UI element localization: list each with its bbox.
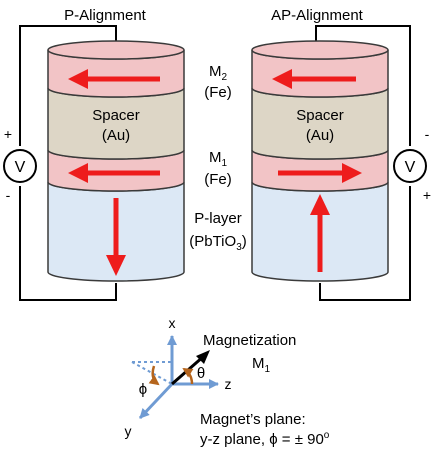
z-axis-label: z bbox=[225, 376, 232, 392]
magnetization-vector-head bbox=[196, 350, 210, 364]
magnet-plane-line1: Magnet’s plane: bbox=[200, 411, 306, 428]
left-circuit-wire bbox=[19, 25, 117, 301]
right-voltmeter-plus: + bbox=[423, 187, 431, 203]
left-pillar: Spacer (Au) bbox=[47, 40, 185, 282]
right-voltmeter: V bbox=[393, 149, 427, 183]
right-pillar: Spacer (Au) bbox=[251, 40, 389, 282]
theta-label: θ bbox=[197, 365, 205, 382]
m1-label: M1 bbox=[209, 149, 228, 169]
right-voltmeter-minus: - bbox=[425, 126, 430, 142]
p-layer-label: P-layer bbox=[194, 210, 242, 227]
theta-arc bbox=[182, 367, 194, 385]
y-axis-label: y bbox=[125, 423, 132, 439]
projection-dashed-diagonal bbox=[131, 361, 173, 385]
left-p-layer-arrow bbox=[106, 198, 126, 276]
right-m1-arrow bbox=[278, 163, 362, 183]
phi-arc bbox=[148, 365, 160, 386]
left-m2-arrow bbox=[68, 69, 160, 89]
right-pillar-top bbox=[251, 40, 389, 60]
inset-m1-label: M1 bbox=[252, 355, 271, 375]
phi-label: ϕ bbox=[139, 381, 147, 398]
right-circuit-wire bbox=[315, 25, 411, 301]
left-spacer-material: (Au) bbox=[102, 127, 130, 144]
left-voltmeter: V bbox=[3, 149, 37, 183]
right-voltmeter-symbol: V bbox=[405, 159, 416, 176]
magnetization-label: Magnetization bbox=[203, 332, 296, 349]
right-p-layer-arrow bbox=[310, 194, 330, 272]
left-voltmeter-symbol: V bbox=[15, 159, 26, 176]
left-pillar-top bbox=[47, 40, 185, 60]
title-p-alignment: P-Alignment bbox=[64, 7, 147, 24]
left-m1-arrow bbox=[68, 163, 160, 183]
left-voltmeter-plus: + bbox=[4, 126, 12, 142]
left-voltmeter-minus: - bbox=[6, 187, 11, 203]
x-axis-label: x bbox=[169, 315, 176, 331]
right-m2-arrow bbox=[272, 69, 356, 89]
m2-label: M2 bbox=[209, 63, 228, 83]
axes-inset: x z y ϕ θ Magnetization M1 Magnet’s plan… bbox=[125, 315, 330, 448]
y-axis bbox=[138, 382, 174, 420]
p-layer-material: (PbTiO3) bbox=[189, 233, 247, 253]
right-spacer-label: Spacer bbox=[296, 107, 344, 124]
m2-material: (Fe) bbox=[204, 84, 232, 101]
left-spacer-label: Spacer bbox=[92, 107, 140, 124]
m1-material: (Fe) bbox=[204, 171, 232, 188]
title-ap-alignment: AP-Alignment bbox=[271, 7, 364, 24]
right-spacer-material: (Au) bbox=[306, 127, 334, 144]
magnet-plane-line2: y-z plane, ϕ = ± 90o bbox=[200, 430, 330, 448]
